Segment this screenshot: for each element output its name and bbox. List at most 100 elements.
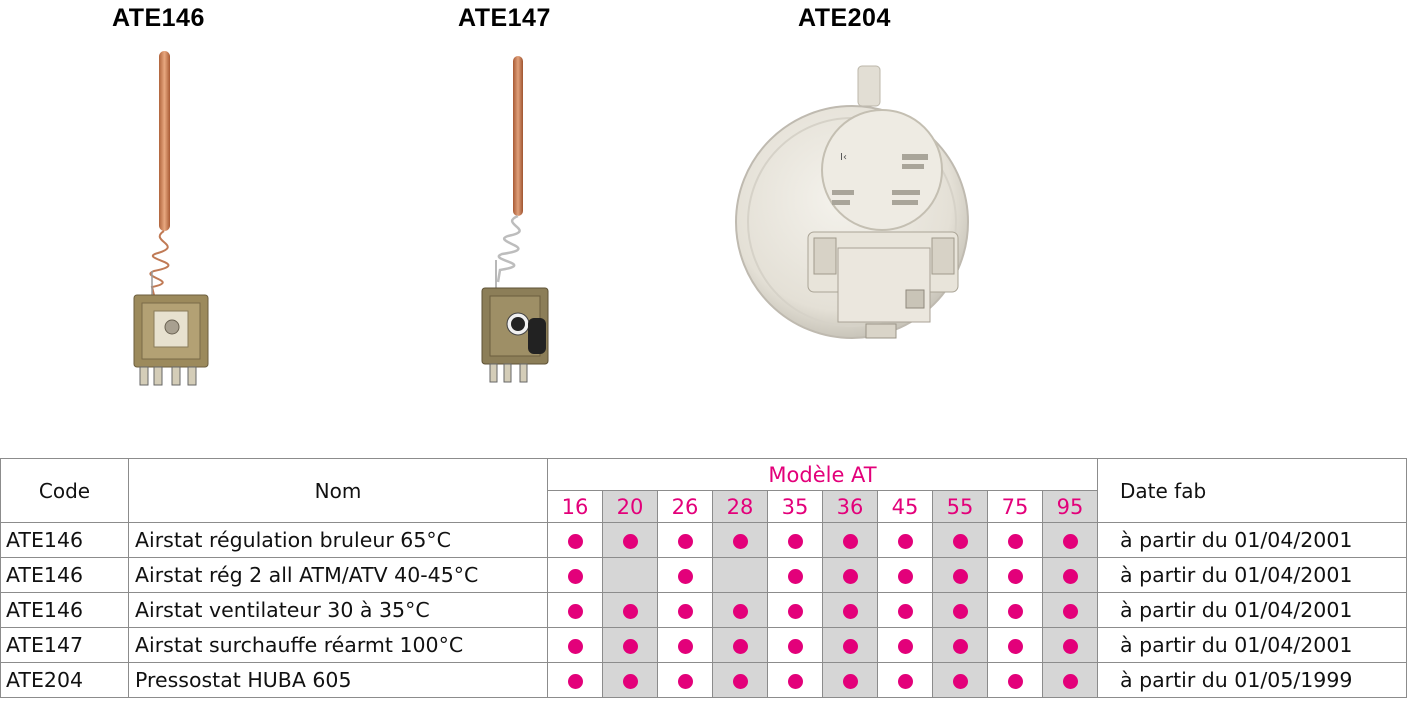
cell-compat-55 [932,557,988,593]
cell-date: à partir du 01/04/2001 [1097,592,1407,628]
cell-compat-75 [987,522,1043,558]
model-45: 45 [877,490,933,523]
cell-compat-26 [657,557,713,593]
cell-compat-95 [1042,522,1098,558]
model-16: 16 [547,490,603,523]
compatible-dot-icon [1007,533,1023,549]
cell-compat-35 [767,557,823,593]
compatible-dot-icon [1062,603,1078,619]
compatible-dot-icon [677,638,693,654]
cell-compat-16 [547,662,603,698]
compatible-dot-icon [897,533,913,549]
model-26: 26 [657,490,713,523]
compatible-dot-icon [842,638,858,654]
compatible-dot-icon [842,603,858,619]
cell-compat-55 [932,522,988,558]
header-code: Code [0,458,129,523]
cell-compat-45 [877,662,933,698]
compatible-dot-icon [787,673,803,689]
compatible-dot-icon [952,533,968,549]
compatible-dot-icon [1062,533,1078,549]
cell-compat-28 [712,557,768,593]
header-nom: Nom [128,458,548,523]
cell-compat-26 [657,662,713,698]
compatible-dot-icon [567,603,583,619]
cell-nom: Airstat rég 2 all ATM/ATV 40-45°C [128,557,548,593]
compatible-dot-icon [897,603,913,619]
compatible-dot-icon [787,568,803,584]
model-36: 36 [822,490,878,523]
compatible-dot-icon [677,673,693,689]
compatible-dot-icon [952,673,968,689]
cell-nom: Pressostat HUBA 605 [128,662,548,698]
model-28: 28 [712,490,768,523]
product-title-ate204: ATE204 [798,4,891,32]
cell-compat-35 [767,522,823,558]
cell-compat-16 [547,557,603,593]
cell-compat-20 [602,522,658,558]
compatible-dot-icon [787,638,803,654]
cell-compat-28 [712,662,768,698]
product-title-ate147: ATE147 [458,4,551,32]
cell-compat-36 [822,522,878,558]
cell-compat-28 [712,522,768,558]
cell-compat-36 [822,557,878,593]
cell-date: à partir du 01/05/1999 [1097,662,1407,698]
cell-compat-55 [932,627,988,663]
compatible-dot-icon [1007,638,1023,654]
cell-compat-20 [602,557,658,593]
cell-compat-16 [547,627,603,663]
compatible-dot-icon [952,603,968,619]
cell-compat-26 [657,522,713,558]
thermostat-ate146-image [133,51,209,386]
cell-compat-95 [1042,627,1098,663]
cell-compat-45 [877,592,933,628]
compatible-dot-icon [897,673,913,689]
model-20: 20 [602,490,658,523]
compatible-dot-icon [1062,568,1078,584]
cell-compat-26 [657,592,713,628]
compatible-dot-icon [732,603,748,619]
compatible-dot-icon [677,533,693,549]
cell-compat-16 [547,522,603,558]
compatible-dot-icon [842,568,858,584]
model-35: 35 [767,490,823,523]
cell-compat-55 [932,592,988,628]
model-55: 55 [932,490,988,523]
compatible-dot-icon [952,568,968,584]
cell-compat-28 [712,592,768,628]
compatible-dot-icon [787,533,803,549]
compatible-dot-icon [622,533,638,549]
cell-code: ATE146 [0,522,129,558]
cell-nom: Airstat régulation bruleur 65°C [128,522,548,558]
compatible-dot-icon [842,673,858,689]
compatible-dot-icon [1007,568,1023,584]
table-header-row: Code Nom Modèle AT Date fab [0,458,1407,523]
cell-compat-95 [1042,557,1098,593]
compatible-dot-icon [677,568,693,584]
cell-compat-20 [602,662,658,698]
compatible-dot-icon [842,533,858,549]
compatible-dot-icon [1007,673,1023,689]
cell-compat-35 [767,662,823,698]
pressure-switch-ate204-image: I‹ [735,65,969,339]
compatible-dot-icon [567,533,583,549]
model-numbers-row: 16 20 26 28 35 36 45 55 75 95 [1,490,1407,523]
cell-compat-28 [712,627,768,663]
cell-code: ATE146 [0,557,129,593]
compatible-dot-icon [897,638,913,654]
compatible-dot-icon [897,568,913,584]
compatible-dot-icon [1062,638,1078,654]
compatible-dot-icon [1062,673,1078,689]
thermostat-ate147-image [481,56,549,383]
product-title-ate146: ATE146 [112,4,205,32]
cell-compat-35 [767,627,823,663]
cell-nom: Airstat ventilateur 30 à 35°C [128,592,548,628]
cell-compat-95 [1042,662,1098,698]
compatible-dot-icon [1007,603,1023,619]
